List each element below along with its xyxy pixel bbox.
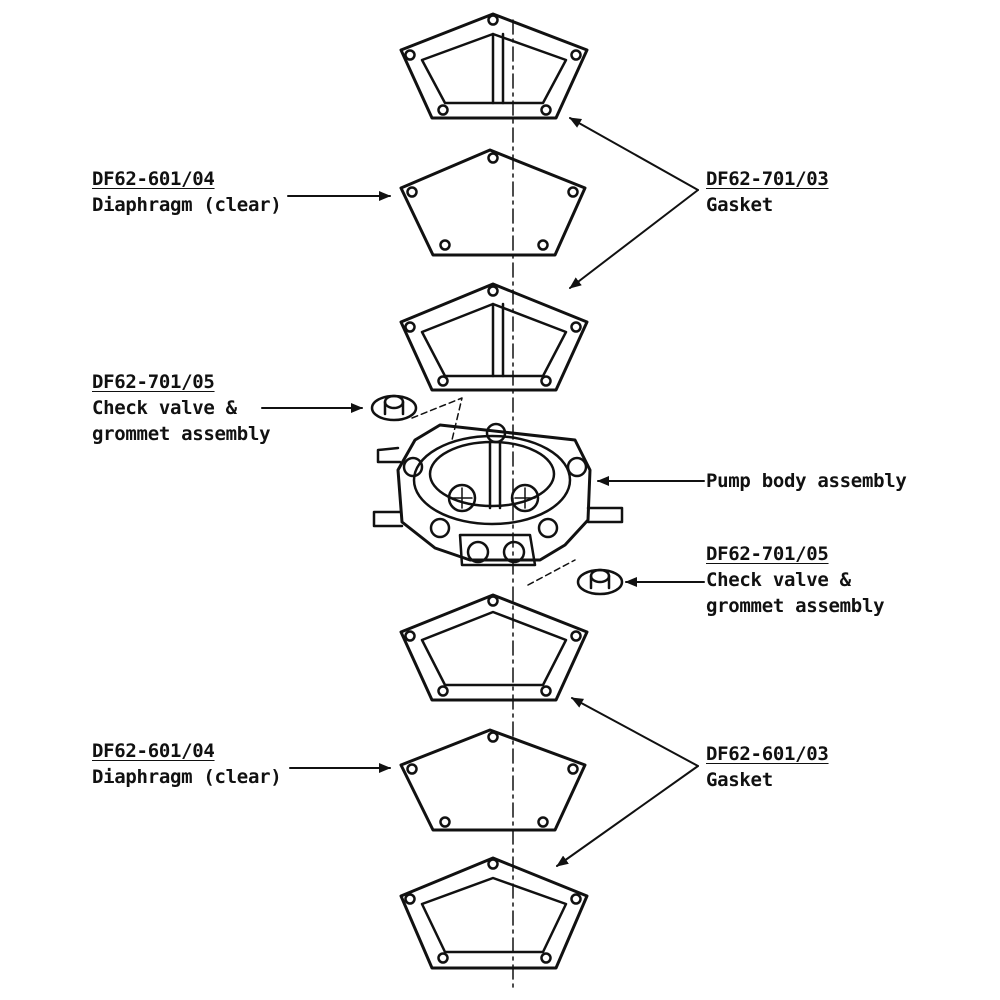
part-number: DF62-701/05 xyxy=(706,543,829,565)
part-description: Gasket xyxy=(706,194,773,216)
gasket-lower-shape xyxy=(399,593,589,702)
part-description: Check valve & xyxy=(706,569,851,591)
label-pump-body: Pump body assembly xyxy=(706,468,907,494)
part-number: DF62-601/04 xyxy=(92,168,215,190)
part-description: grommet assembly xyxy=(706,595,885,617)
part-description: Diaphragm (clear) xyxy=(92,766,282,788)
part-description: Check valve & xyxy=(92,397,237,419)
part-description: Pump body assembly xyxy=(706,470,907,492)
label-check-valve-left: DF62-701/05 Check valve & grommet assemb… xyxy=(92,369,271,447)
label-diaphragm-top: DF62-601/04 Diaphragm (clear) xyxy=(92,166,282,218)
part-number: DF62-601/04 xyxy=(92,740,215,762)
label-gasket-bottom: DF62-601/03 Gasket xyxy=(706,741,829,793)
label-check-valve-right: DF62-701/05 Check valve & grommet assemb… xyxy=(706,541,885,619)
check-valve-right-shape xyxy=(576,568,624,596)
part-description: Gasket xyxy=(706,769,773,791)
part-description: grommet assembly xyxy=(92,423,271,445)
gasket-top-shape xyxy=(399,12,589,120)
gasket-middle-shape xyxy=(399,282,589,392)
arrow-gasket-bottom-1 xyxy=(571,697,699,767)
check-valve-left-shape xyxy=(370,394,463,441)
label-gasket-top: DF62-701/03 Gasket xyxy=(706,166,829,218)
part-number: DF62-701/03 xyxy=(706,168,829,190)
arrow-gasket-bottom-2 xyxy=(556,765,699,867)
part-number: DF62-701/05 xyxy=(92,371,215,393)
arrow-gasket-top-2 xyxy=(569,189,699,289)
diaphragm-top-shape xyxy=(399,148,587,257)
diaphragm-bottom-shape xyxy=(399,728,587,832)
gasket-bottom-shape xyxy=(399,856,589,970)
pump-body-shape xyxy=(372,422,624,586)
arrow-gasket-top-1 xyxy=(569,117,699,191)
label-diaphragm-bottom: DF62-601/04 Diaphragm (clear) xyxy=(92,738,282,790)
part-number: DF62-601/03 xyxy=(706,743,829,765)
part-description: Diaphragm (clear) xyxy=(92,194,282,216)
